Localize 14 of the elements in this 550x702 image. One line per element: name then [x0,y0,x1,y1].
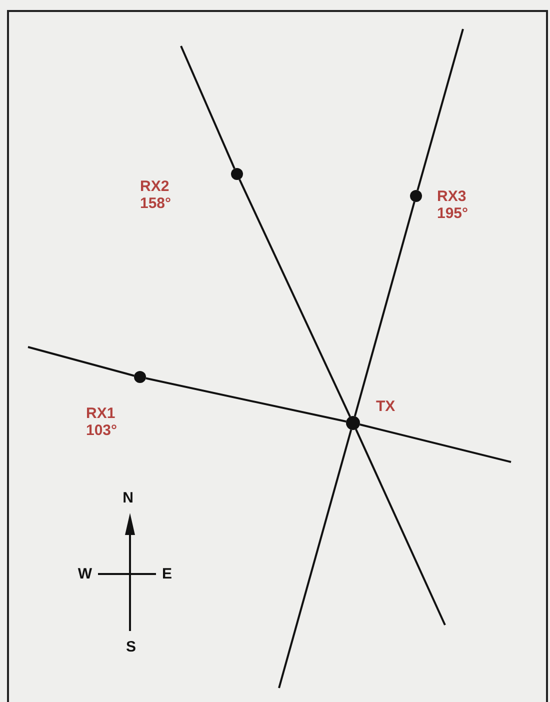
compass-direction: N [122,490,134,506]
station-label: 195° [437,205,468,222]
compass-direction: S [126,640,136,654]
bearing-line [146,377,346,422]
bearing-line [238,179,351,418]
station-label: RX1 [86,405,116,422]
station-label: RX3 [437,188,468,206]
compass-direction: W [78,566,92,582]
station-label: TX [376,398,396,416]
station-label: RX2 [140,178,170,196]
compass-direction: E [162,566,172,582]
bearing-line [354,202,416,417]
station-label: 158° [140,195,172,212]
station-label: 103° [86,422,118,440]
